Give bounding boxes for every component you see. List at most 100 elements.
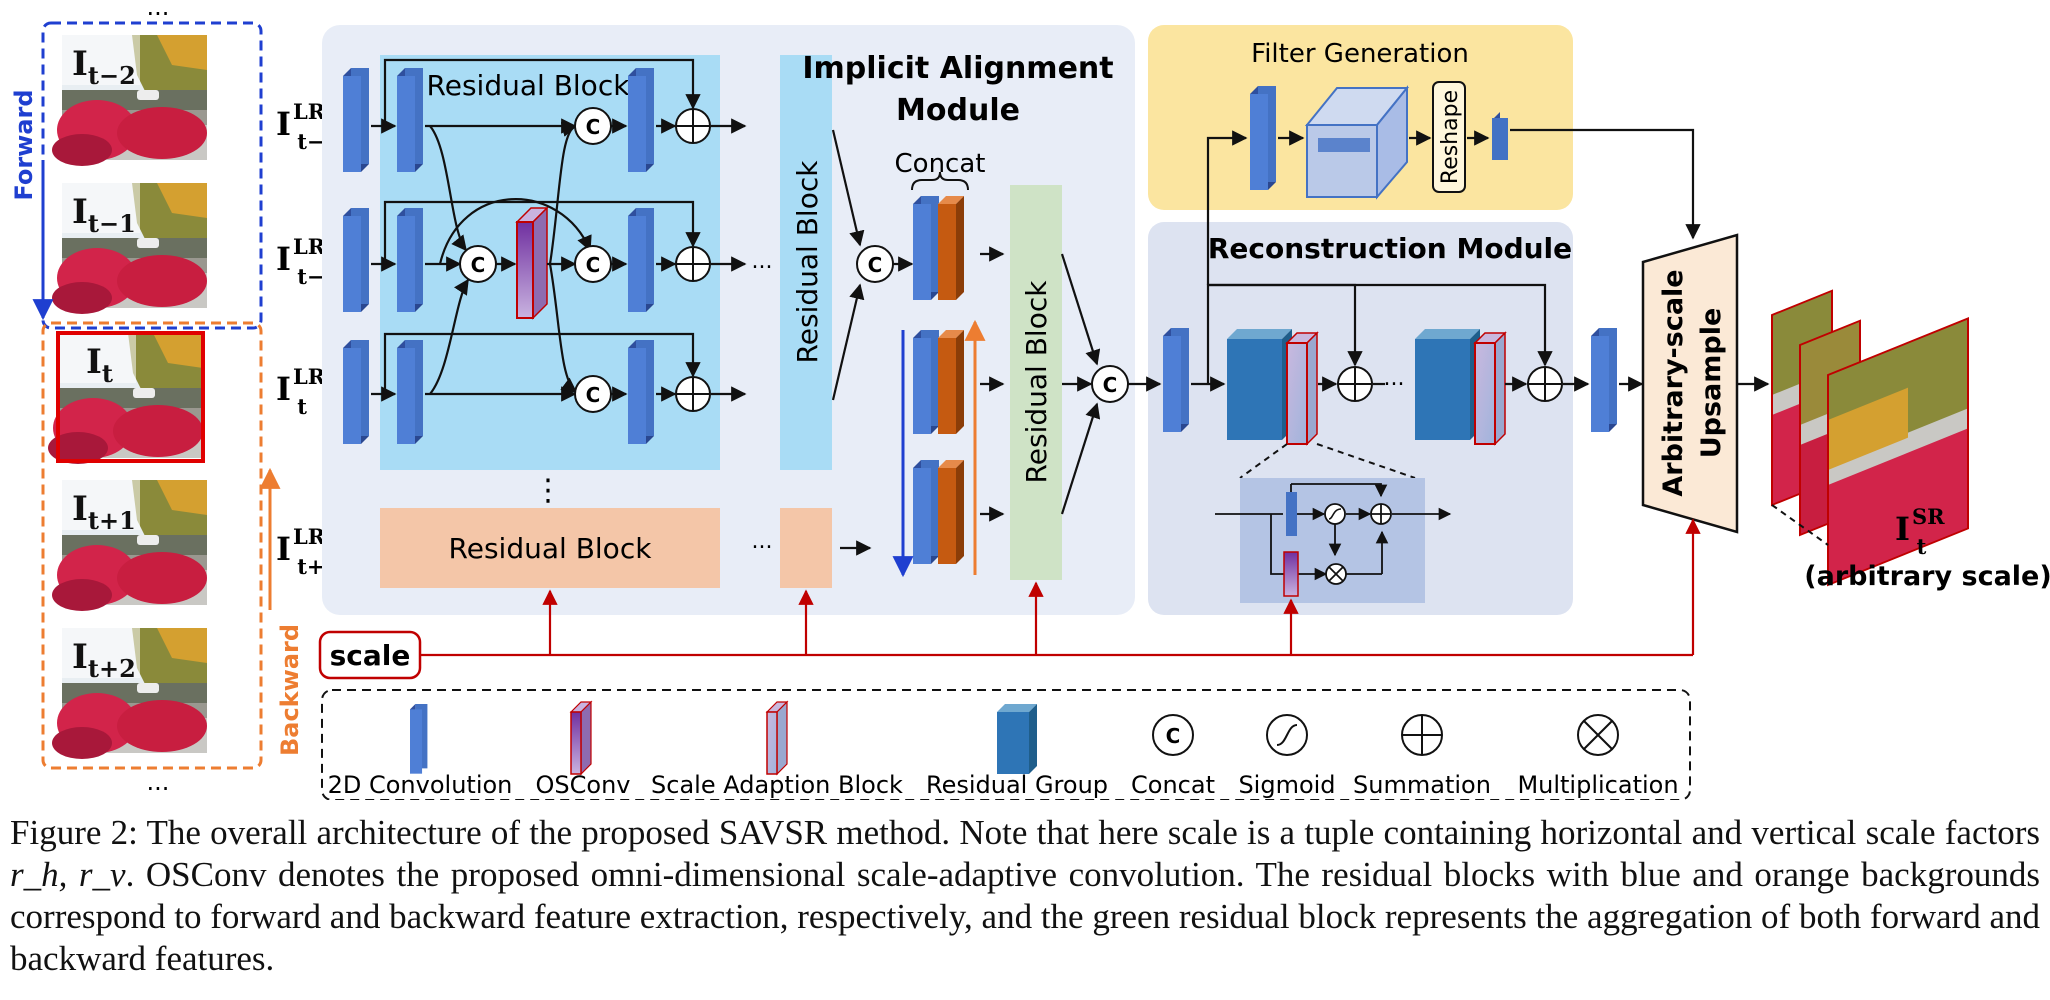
small-conv-block — [1492, 112, 1508, 160]
frame-t+1: It+1 — [52, 480, 207, 611]
output-sup: SR — [1912, 504, 1945, 529]
conv-icon — [410, 704, 428, 774]
conv-block — [343, 340, 369, 444]
frame-t-1: It−1 — [52, 183, 207, 314]
concat-brace — [911, 171, 969, 191]
concat-node: C — [856, 245, 894, 283]
legend-item-residual-group: Residual Group — [926, 704, 1108, 799]
filter-arrows — [1278, 128, 1701, 240]
conv-block — [343, 68, 369, 172]
backward-label: Backward — [276, 624, 304, 756]
summation-node — [1337, 366, 1373, 402]
input-base: I — [276, 370, 291, 408]
output-sub: t — [1917, 534, 1927, 559]
svg-text:It−1: It−1 — [72, 192, 136, 238]
feature-to-aggregate-arrows — [980, 246, 1005, 522]
caption-part2: . OSConv denotes the proposed omni-dimen… — [10, 855, 2040, 978]
input-sup: LR — [293, 99, 326, 124]
conv-block — [343, 208, 369, 312]
input-sub: t — [297, 394, 307, 419]
reconstruction-arrows — [1128, 130, 1644, 392]
forward-residual-block-column — [780, 55, 832, 470]
conv-block — [628, 340, 654, 444]
svg-text:It+1: It+1 — [72, 489, 136, 535]
input-base: I — [276, 530, 291, 568]
output-label: ISR t — [1895, 504, 1945, 559]
concat-node: C — [1091, 365, 1129, 403]
frame-t+2: It+2 — [52, 628, 207, 759]
scale-box — [318, 630, 422, 680]
residual-group-block — [1415, 329, 1480, 440]
agg-to-concat-3 — [1060, 402, 1101, 515]
concat-symbol: C — [471, 253, 486, 277]
aggregation-residual-block — [1010, 185, 1062, 580]
legend-label: Sigmoid — [1238, 771, 1335, 799]
osconv-block — [515, 206, 549, 320]
upsample-label-line1: Arbitrary-scale — [1658, 269, 1689, 496]
concat-symbol: C — [586, 253, 601, 277]
alignment-title-line2: Module — [896, 93, 1020, 128]
vertical-ellipsis: ⋮ — [533, 473, 563, 508]
fwd-to-concat-2 — [831, 283, 865, 401]
arbitrary-scale-upsample — [1641, 233, 1739, 534]
dots-backward: ... — [752, 529, 773, 554]
input-base: I — [276, 105, 291, 143]
reshape-box — [1432, 81, 1466, 193]
legend-item-conv: 2D Convolution — [328, 704, 512, 799]
residual-group-block — [1227, 329, 1292, 440]
caption-math: r_h, r_v — [10, 855, 126, 894]
frame-base: I — [72, 192, 88, 232]
concat-symbol: C — [1166, 724, 1181, 748]
backward-group-box — [41, 321, 263, 770]
svg-text:It: It — [86, 342, 113, 388]
filter-cube — [1304, 85, 1410, 200]
conv-block — [397, 208, 423, 312]
svg-text:It−2: It−2 — [72, 44, 136, 90]
reconstruction-title: Reconstruction Module — [1208, 232, 1572, 265]
frame-sub: t+1 — [88, 506, 136, 535]
conv-block — [913, 196, 939, 300]
scale-adaption-block — [1285, 331, 1319, 446]
svg-text:It+2: It+2 — [72, 637, 136, 683]
frame-base: I — [72, 44, 88, 84]
legend-label: Concat — [1131, 771, 1215, 799]
conv-block — [1250, 86, 1276, 190]
backward-residual-block — [380, 508, 720, 588]
concat-symbol: C — [586, 115, 601, 139]
output-scale-note: (arbitrary scale) — [1804, 561, 2050, 592]
filter-generation-title: Filter Generation — [1251, 39, 1469, 69]
sigmoid-icon — [1266, 714, 1308, 756]
orange-conv-block — [938, 460, 964, 564]
fwd-to-concat-1 — [831, 129, 865, 247]
input-base: I — [276, 240, 291, 278]
frame-t: It — [48, 331, 205, 464]
alignment-title-line1: Implicit Alignment — [802, 51, 1113, 86]
frame-sub: t — [102, 359, 113, 388]
frame-sub: t−1 — [88, 209, 136, 238]
legend-label: OSConv — [536, 771, 631, 799]
summation-node — [675, 246, 711, 282]
reshape-label: Reshape — [1438, 90, 1463, 184]
summation-icon — [1401, 714, 1443, 756]
architecture-diagram: ... It−2 It−1 It It+1 It+2 ... Forward B… — [10, 0, 2050, 800]
conv-block — [1163, 328, 1189, 432]
scale-label: scale — [330, 639, 411, 672]
upsample-label-line2: Upsample — [1696, 308, 1727, 459]
forward-group-box — [41, 21, 263, 330]
input-label-t: ILR t — [276, 364, 326, 419]
inset-multiplication-node — [1325, 563, 1347, 585]
concat-symbol: C — [586, 383, 601, 407]
dots-forward: ... — [752, 249, 773, 274]
forward-residual-block-column-label: Residual Block — [791, 160, 824, 364]
frames-bottom-ellipsis: ... — [147, 768, 170, 796]
legend-label: Multiplication — [1517, 771, 1678, 799]
legend-label: Scale Adaption Block — [651, 771, 903, 799]
output-base: I — [1895, 510, 1910, 548]
summation-node — [675, 376, 711, 412]
summation-node — [675, 108, 711, 144]
input-sup: LR — [293, 364, 326, 389]
alignment-connections — [371, 58, 747, 402]
forward-label: Forward — [10, 89, 38, 200]
osconv-icon — [569, 700, 593, 776]
concat-symbol: C — [868, 253, 883, 277]
